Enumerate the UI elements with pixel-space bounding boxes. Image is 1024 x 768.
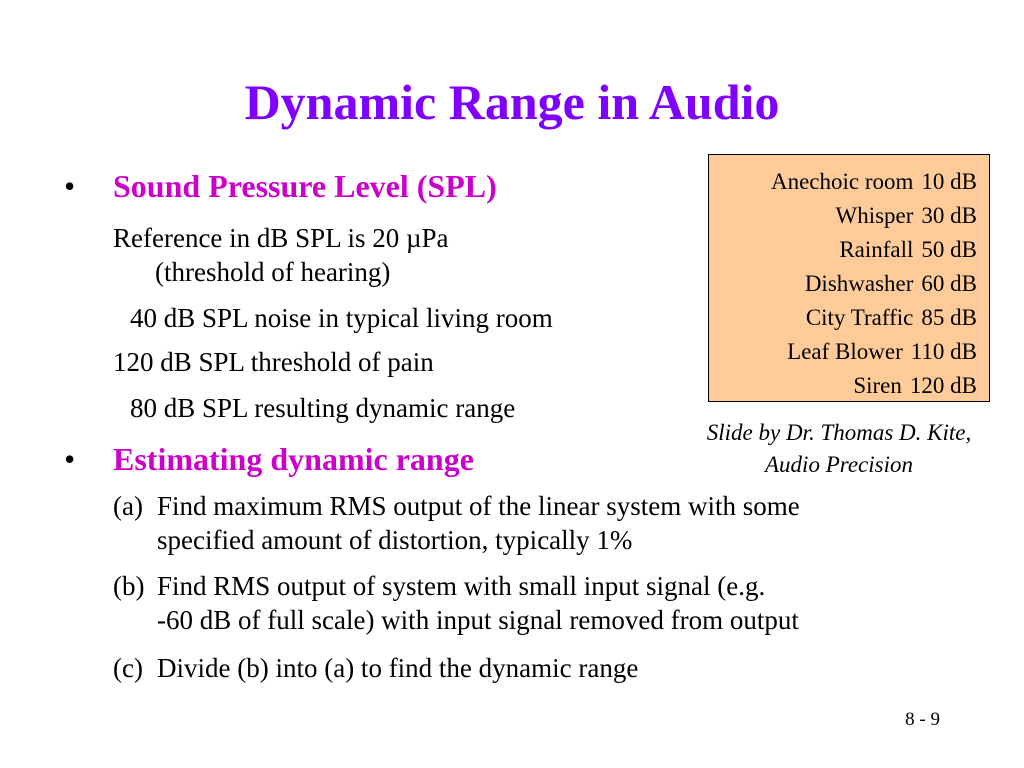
spl-line: 120 dB SPL threshold of pain xyxy=(113,347,434,377)
item-label-a: (a) xyxy=(113,491,143,521)
spl-line: (threshold of hearing) xyxy=(155,257,391,287)
slide-credit: Slide by Dr. Thomas D. Kite, Audio Preci… xyxy=(706,420,972,477)
db-level: 85 dB xyxy=(921,305,977,330)
db-source: City Traffic xyxy=(805,305,914,330)
db-level-table: Anechoic room 10 dB Whisper 30 dB Rainfall… xyxy=(708,154,990,402)
item-label-c: (c) xyxy=(113,653,143,683)
item-line: -60 dB of full scale) with input signal … xyxy=(157,605,799,635)
db-row: Whisper 30 dB xyxy=(709,199,977,233)
slide-title: Dynamic Range in Audio xyxy=(244,74,780,130)
db-row: Dishwasher 60 dB xyxy=(709,267,977,301)
db-row: Anechoic room 10 dB xyxy=(709,165,977,199)
db-level: 50 dB xyxy=(921,237,977,262)
db-source: Dishwasher xyxy=(804,271,914,296)
db-row: Siren 120 dB xyxy=(709,369,977,403)
db-level: 60 dB xyxy=(921,271,977,296)
db-row: Rainfall 50 dB xyxy=(709,233,977,267)
spl-line: 80 dB SPL resulting dynamic range xyxy=(130,393,516,423)
db-source: Leaf Blower xyxy=(787,339,903,364)
db-source: Anechoic room xyxy=(770,169,914,194)
item-label-b: (b) xyxy=(113,571,145,601)
section-heading-spl: Sound Pressure Level (SPL) xyxy=(113,168,497,204)
db-row: City Traffic 85 dB xyxy=(709,301,977,335)
bullet-icon: • xyxy=(64,168,76,204)
db-level: 120 dB xyxy=(909,373,977,398)
item-line: specified amount of distortion, typicall… xyxy=(157,525,633,555)
db-level: 110 dB xyxy=(910,339,977,364)
db-row: Leaf Blower 110 dB xyxy=(709,335,977,369)
db-source: Rainfall xyxy=(839,237,914,262)
db-source: Whisper xyxy=(835,203,914,228)
section-heading-estimating: Estimating dynamic range xyxy=(113,441,474,477)
db-level: 10 dB xyxy=(921,169,977,194)
spl-line: Reference in dB SPL is 20 µPa xyxy=(113,223,449,253)
slide-number: 8 - 9 xyxy=(905,709,940,730)
db-level: 30 dB xyxy=(921,203,977,228)
bullet-icon: • xyxy=(64,441,76,477)
item-line: Divide (b) into (a) to find the dynamic … xyxy=(157,653,639,683)
spl-line: 40 dB SPL noise in typical living room xyxy=(130,303,553,333)
item-line: Find maximum RMS output of the linear sy… xyxy=(157,491,800,521)
db-source: Siren xyxy=(853,373,902,398)
item-line: Find RMS output of system with small inp… xyxy=(157,571,766,601)
